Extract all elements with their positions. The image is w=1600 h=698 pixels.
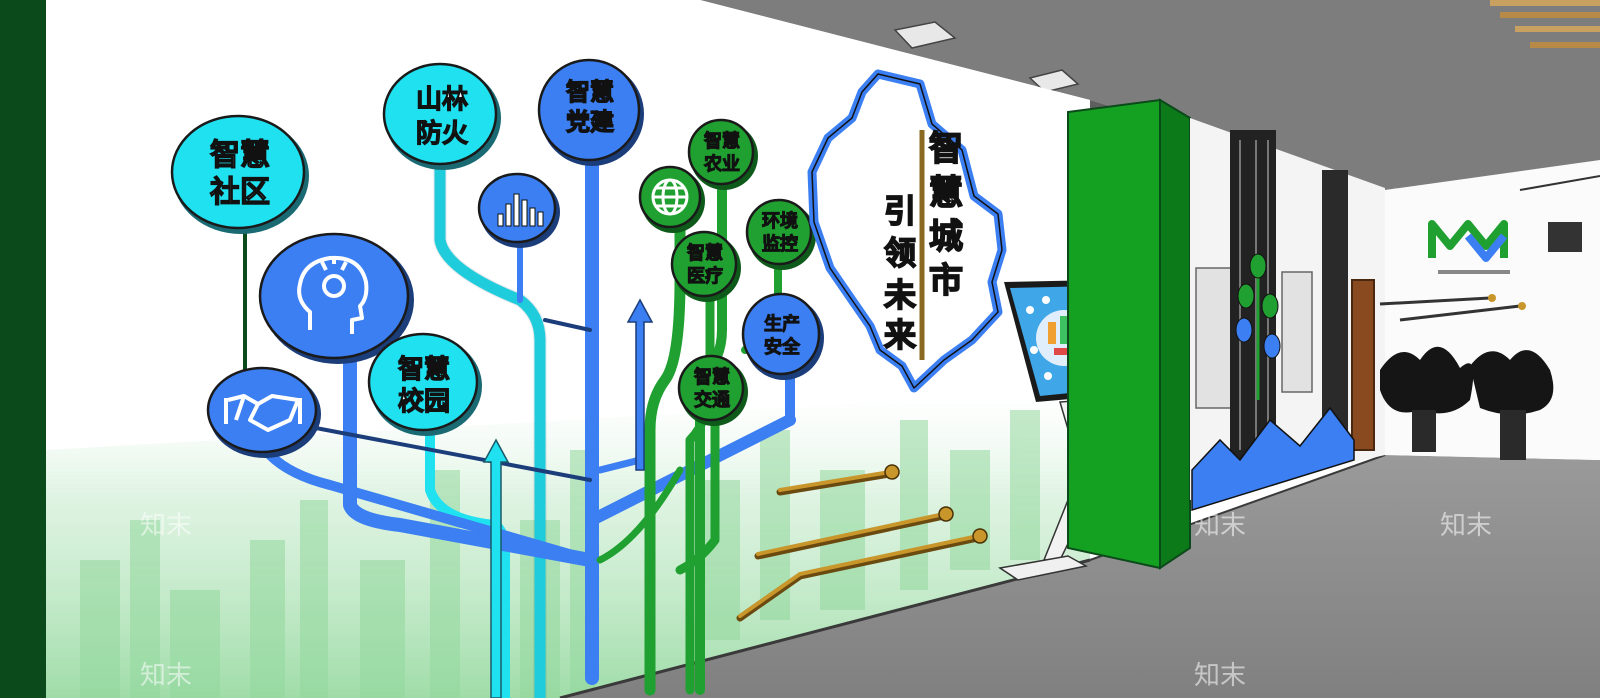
- city-map-outline: 智 慧 城 市 引 领 未 来: [807, 69, 1007, 393]
- globe-icon: [651, 178, 689, 216]
- bar-chart-icon: [497, 193, 544, 227]
- ceiling: [700, 0, 1600, 190]
- map-subtitle: 引 领 未 来: [883, 191, 917, 355]
- node-label-line2: 交通: [694, 389, 730, 411]
- node-label-line2: 党建: [566, 108, 614, 136]
- floor: [560, 455, 1600, 698]
- node-smart-traffic: 智慧 交通: [677, 354, 748, 426]
- back-wall: [1190, 118, 1385, 512]
- node-label-line2: 医疗: [687, 265, 723, 287]
- node-label-line2: 社区: [210, 175, 270, 210]
- node-smart-agriculture: 智慧 农业: [687, 118, 758, 190]
- node-label-line1: 智慧: [398, 355, 450, 385]
- up-arrow: [482, 298, 654, 698]
- watermark: 知末 知末 知末 知末 知末: [140, 511, 1492, 691]
- node-globe: [638, 165, 705, 233]
- node-smart-community: 智慧 社区: [170, 114, 309, 234]
- map-subtitle-char: 来: [884, 316, 916, 354]
- node-env-monitor: 环境 监控: [745, 198, 816, 270]
- map-subtitle-char: 未: [884, 276, 916, 314]
- left-green-band: [0, 0, 46, 698]
- node-label-line2: 农业: [703, 153, 740, 175]
- node-label-line1: 环境: [762, 210, 798, 232]
- node-label-line2: 监控: [762, 233, 798, 255]
- wood-ceiling-slats: [1490, 0, 1600, 48]
- potted-plant-icon: [1380, 346, 1554, 460]
- brain-head-icon: [297, 255, 369, 334]
- node-production-safety: 生产 安全: [741, 292, 824, 380]
- watermark-text: 知末: [140, 661, 192, 691]
- node-label-line2: 安全: [764, 336, 801, 358]
- map-title-char: 慧: [929, 173, 963, 213]
- node-bar-chart: [477, 172, 560, 248]
- map-title: 智 慧 城 市: [928, 128, 964, 302]
- map-subtitle-char: 领: [884, 234, 916, 272]
- node-smart-medical: 智慧 医疗: [670, 230, 741, 302]
- node-label-line1: 智慧: [566, 78, 614, 106]
- watermark-text: 知末: [1440, 511, 1492, 541]
- watermark-text: 知末: [140, 511, 192, 541]
- map-title-char: 城: [929, 217, 963, 257]
- node-handshake: [206, 366, 321, 458]
- watermark-text: 知末: [1194, 511, 1246, 541]
- map-subtitle-char: 引: [884, 192, 916, 230]
- green-pillar: [1067, 98, 1191, 570]
- node-label-line2: 校园: [398, 386, 450, 417]
- node-label-line1: 生产: [764, 313, 800, 335]
- small-tree-graphic: [1235, 253, 1281, 400]
- map-title-char: 智: [929, 129, 963, 169]
- node-smart-party: 智慧 党建: [537, 58, 644, 166]
- node-label-line2: 防火: [416, 119, 468, 149]
- node-label-line1: 智慧: [687, 242, 723, 264]
- logo-m-icon: [1428, 220, 1508, 262]
- map-title-char: 市: [929, 261, 963, 301]
- node-label-line1: 智慧: [210, 138, 270, 173]
- handshake-icon: [224, 394, 302, 432]
- node-smart-campus: 智慧 校园: [367, 332, 482, 436]
- ceiling-light: [893, 21, 1080, 93]
- node-label-line1: 山林: [416, 85, 468, 115]
- node-label-line1: 智慧: [694, 366, 730, 388]
- node-forest-fire: 山林 防火: [382, 62, 501, 170]
- watermark-text: 知末: [1194, 661, 1246, 691]
- node-label-line1: 智慧: [704, 130, 740, 152]
- wooden-rods: [736, 464, 988, 622]
- node-brain-head: [258, 232, 414, 364]
